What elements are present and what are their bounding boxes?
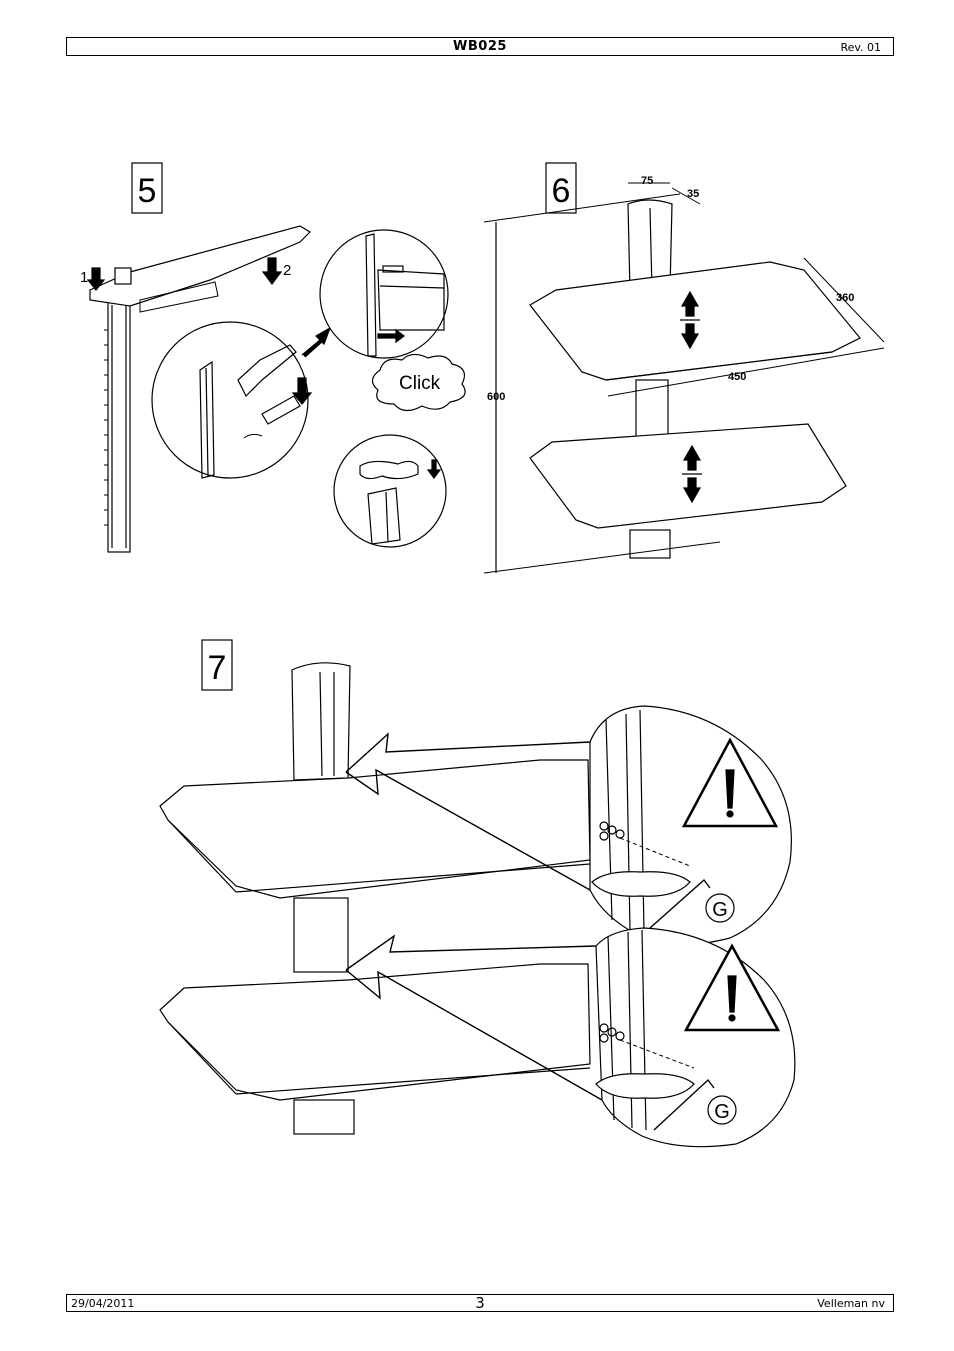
detail-circle-screw-lower: G [595,927,796,1148]
document-title: WB025 [453,39,507,54]
arrow-1-label: 1 [80,269,88,286]
dim-360: 360 [836,292,854,304]
footer-date: 29/04/2011 [71,1297,135,1310]
detail-circle-slot [319,229,449,359]
shelf-lower [529,423,847,529]
page-header: WB025 Rev. 01 [66,37,894,56]
adjust-arrows-lower [682,444,702,504]
click-cloud [371,353,466,412]
adjust-arrows-upper [680,290,700,350]
step-5-box [131,162,163,214]
revision-label: Rev. 01 [840,41,881,54]
step-7-box [201,639,233,691]
detail-circle-cap [333,434,447,548]
company-name: Velleman nv [817,1297,885,1310]
label-g-upper: G [712,899,728,921]
glass-shelf-upper [159,759,591,899]
step-7-number: 7 [208,649,227,687]
step-6-box [545,162,577,214]
dim-75: 75 [641,175,653,187]
step-7-figure: 7 [159,639,796,1148]
arrow-2-label: 2 [283,262,291,279]
wall-rail [107,299,131,553]
dim-35: 35 [687,188,699,200]
detail-circle-screw-upper: G [589,705,792,946]
label-g-lower: G [714,1101,730,1123]
step-5-number: 5 [138,172,157,210]
page-number: 3 [475,1294,485,1312]
dim-450: 450 [728,371,746,383]
step-5-figure: 5 1 2 [80,162,466,553]
glass-shelf-lower [159,963,591,1101]
tilted-shelf [89,225,311,307]
dim-600: 600 [487,391,505,403]
click-label: Click [399,373,441,394]
detail-circle-rail [151,321,309,479]
page-footer: 29/04/2011 3 Velleman nv [66,1294,894,1312]
step-6-number: 6 [552,172,571,210]
shelf-upper [529,261,861,381]
step-6-figure: 6 600 75 35 360 450 [483,162,885,574]
